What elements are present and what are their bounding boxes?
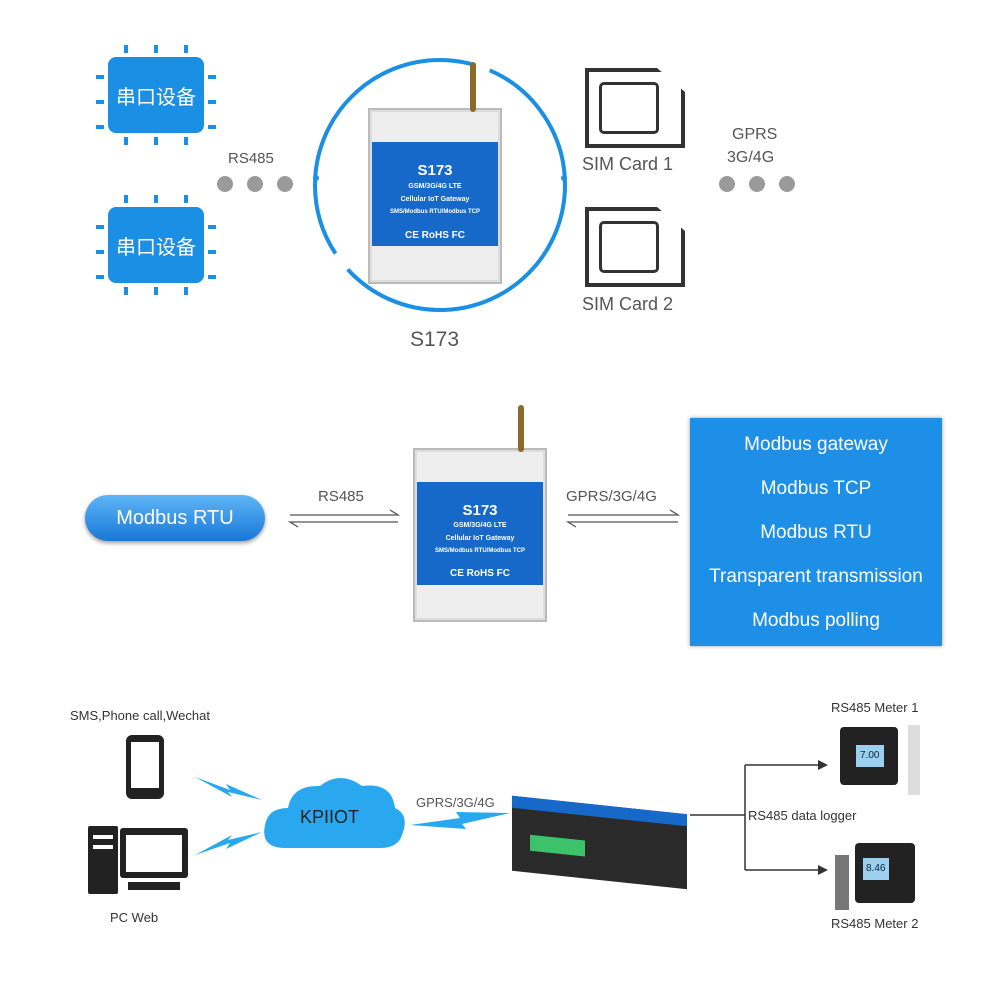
- meter-icon: [835, 843, 915, 910]
- network-label: 3G/4G: [727, 149, 775, 166]
- feature-item: Modbus TCP: [760, 478, 872, 499]
- feature-item: Modbus polling: [752, 610, 880, 631]
- device-line: Cellular IoT Gateway: [445, 535, 515, 542]
- network-label: GPRS: [732, 126, 778, 143]
- sim-card-icon: [585, 207, 685, 287]
- meter1-reading: 7.00: [860, 750, 880, 761]
- meter1-label: RS485 Meter 1: [831, 700, 919, 715]
- rs485-label: RS485: [318, 488, 364, 505]
- phone-label: SMS,Phone call,Wechat: [70, 708, 210, 723]
- dot: [779, 176, 795, 192]
- dot: [217, 176, 233, 192]
- feature-item: Modbus RTU: [760, 522, 872, 543]
- rs485-label: RS485: [228, 150, 274, 167]
- dot: [749, 176, 765, 192]
- device-line: GSM/3G/4G LTE: [408, 182, 462, 190]
- device-line: SMS/Modbus RTU/Modbus TCP: [390, 209, 480, 216]
- pc-label: PC Web: [110, 910, 159, 925]
- dot: [277, 176, 293, 192]
- chip-label: 串口设备: [108, 207, 204, 283]
- s173-device: S173 GSM/3G/4G LTE Cellular IoT Gateway …: [415, 450, 545, 620]
- device-line: SMS/Modbus RTU/Modbus TCP: [435, 548, 525, 555]
- device-model: S173: [417, 162, 453, 180]
- sim1-label: SIM Card 1: [582, 154, 674, 174]
- s173-device: S173 GSM/3G/4G LTE Cellular IoT Gateway …: [370, 110, 500, 282]
- cloud-label: KPIIOT: [300, 807, 360, 827]
- chip-label: 串口设备: [108, 57, 204, 133]
- device-line: GSM/3G/4G LTE: [453, 521, 507, 529]
- device-line: Cellular IoT Gateway: [400, 196, 470, 203]
- meter2-reading: 8.46: [866, 863, 886, 874]
- feature-item: Transparent transmission: [709, 566, 923, 587]
- device-cert: CE RoHS FC: [405, 229, 465, 241]
- modbus-rtu-pill: Modbus RTU: [85, 495, 265, 541]
- device-caption: S173: [410, 328, 460, 351]
- meter2-label: RS485 Meter 2: [831, 916, 919, 931]
- logger-label: RS485 data logger: [748, 808, 857, 823]
- antenna-icon: [518, 405, 524, 452]
- dot: [719, 176, 735, 192]
- dot: [247, 176, 263, 192]
- sim2-label: SIM Card 2: [582, 294, 674, 314]
- meter-icon: [840, 725, 920, 795]
- feature-box: Modbus gateway Modbus TCP Modbus RTU Tra…: [690, 418, 942, 646]
- cloud-icon: [264, 778, 405, 848]
- sim-card-icon: [585, 68, 685, 148]
- device-cert: CE RoHS FC: [450, 568, 510, 580]
- network-label: GPRS/3G/4G: [566, 488, 657, 505]
- terminal-block: [530, 834, 585, 857]
- antenna-icon: [470, 62, 476, 112]
- device-model: S173: [462, 501, 498, 519]
- feature-item: Modbus gateway: [744, 434, 888, 455]
- network-label: GPRS/3G/4G: [416, 795, 495, 810]
